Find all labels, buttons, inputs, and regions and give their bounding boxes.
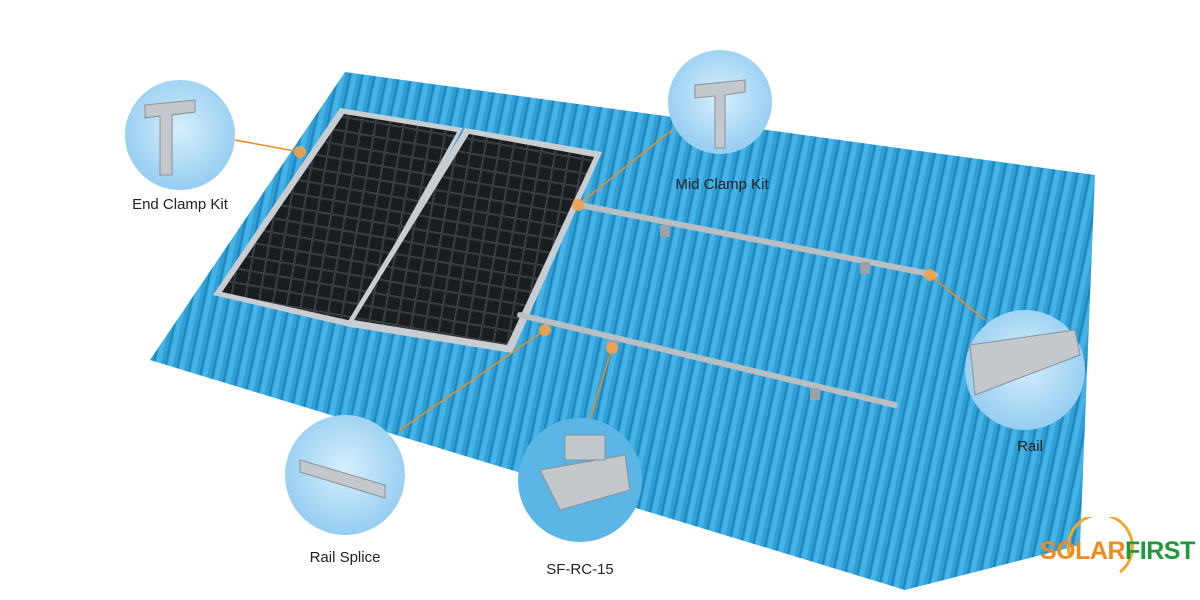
end-clamp-part	[144, 99, 196, 176]
mid-clamp-part	[694, 79, 746, 149]
solarfirst-logo: SOLARFIRST	[1040, 517, 1195, 574]
callout-label-rail-splice: Rail Splice	[309, 549, 381, 566]
callout-label-end-clamp: End Clamp Kit	[132, 196, 228, 213]
callout-label-mid-clamp: Mid Clamp Kit	[675, 176, 769, 193]
rail-part	[969, 329, 1081, 396]
connector-lines	[234, 129, 986, 431]
rail-splice-part	[299, 459, 386, 499]
logo-sun-arc	[1066, 517, 1134, 574]
callout-label-sf-rc-15: SF-RC-15	[546, 561, 614, 578]
end-clamp-circle	[125, 80, 235, 190]
rails	[517, 202, 938, 408]
callout-label-rail: Rail	[1017, 438, 1043, 455]
connector-dots	[294, 146, 936, 354]
